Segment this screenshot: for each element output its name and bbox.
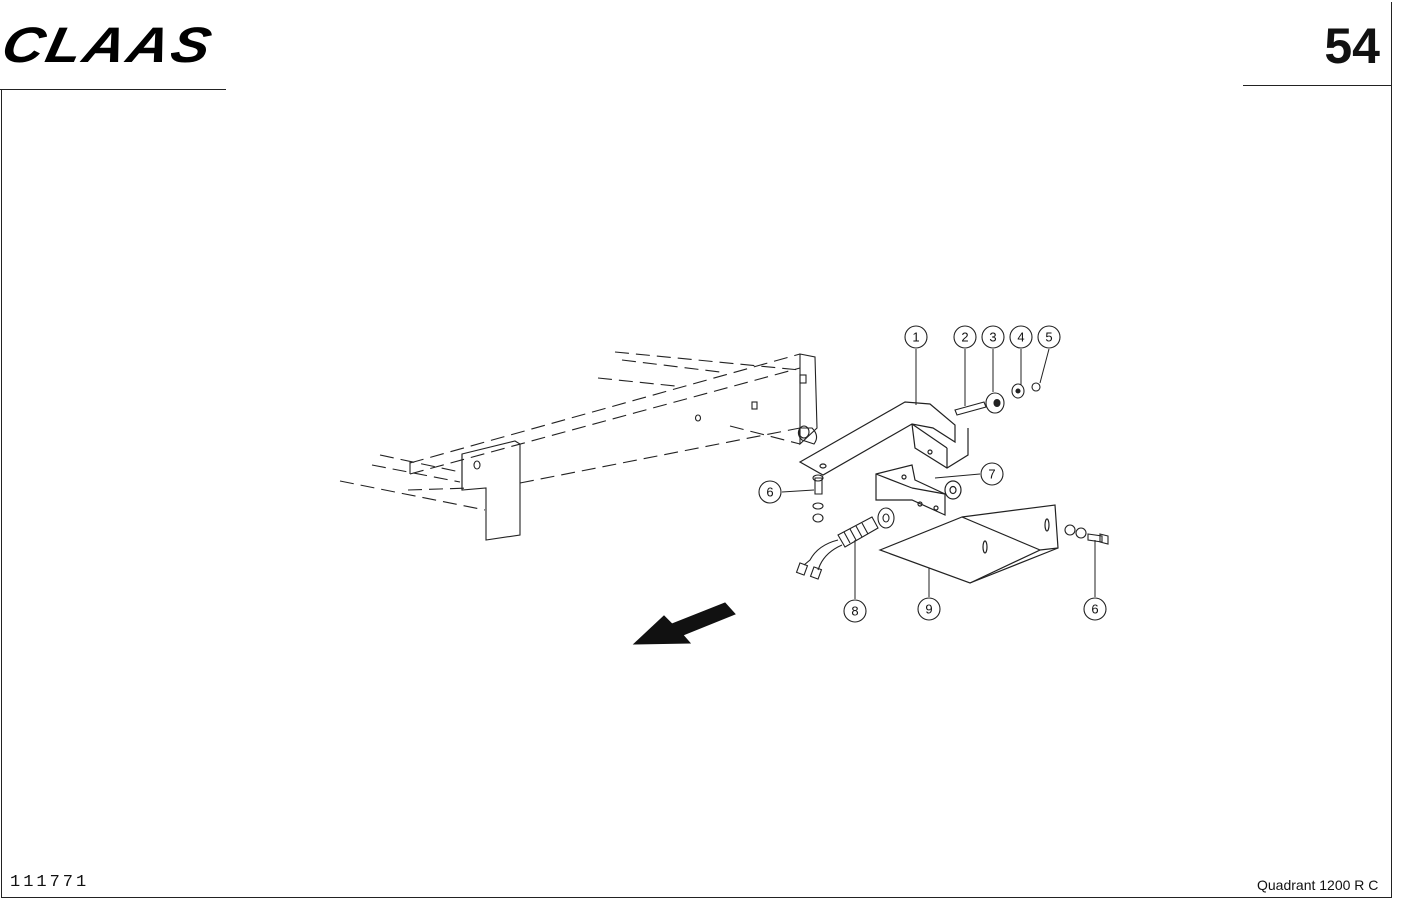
callout-5: 5 [1045,330,1052,345]
part-8-sensor [795,507,895,580]
callout-9: 9 [925,602,932,617]
frame-bottom-border [1,897,1392,898]
callout-8: 8 [851,604,858,619]
callout-circles [758,325,1107,623]
frame-beam [339,351,818,541]
callout-1: 1 [912,330,919,345]
page-number: 54 [1324,18,1380,74]
part-9-plate [878,504,1059,584]
frame-left-border [1,90,2,898]
callout-7: 7 [988,467,995,482]
fastener-set-6-lower [1064,524,1109,545]
leader-lines [781,348,1096,599]
model-name: Quadrant 1200 R C [1257,877,1379,893]
part-1-bracket [798,401,969,476]
fastener-set-6-upper [812,474,824,523]
frame-right-border [1391,2,1392,898]
callout-3: 3 [989,330,996,345]
fastener-set-2-5 [954,382,1041,416]
callout-2: 2 [961,330,968,345]
header-left-rule [0,89,226,90]
callout-4: 4 [1017,330,1024,345]
callout-6-lower: 6 [1091,602,1098,617]
header-right-rule [1243,85,1392,86]
direction-arrow-icon [632,602,736,645]
drawing-number: 111771 [10,873,90,892]
callout-6-upper: 6 [766,485,773,500]
part-7-bracket [875,464,962,516]
